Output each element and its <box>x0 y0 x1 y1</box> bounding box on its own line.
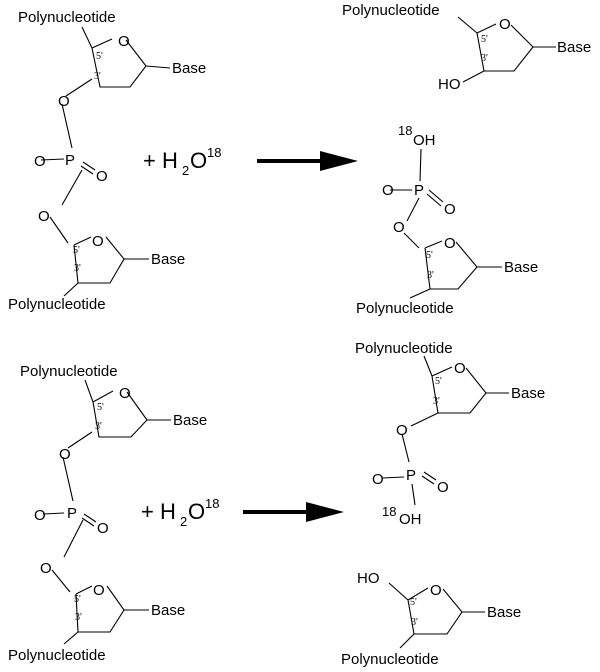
product-ring-oxygen-top: O <box>499 16 511 33</box>
water-reagent-1: + H 2 O 18 <box>143 145 221 178</box>
phosphate-oxygen-double-2: O <box>97 520 109 537</box>
label-polynucleotide-bottom-2: Polynucleotide <box>8 647 106 664</box>
ring-oxygen-prod: O <box>444 235 456 252</box>
product-3-prime-top: 3' <box>481 53 488 64</box>
reaction-1-product-top: Polynucleotide O Base 5' 3' HO <box>342 2 591 93</box>
product2-3-prime: 3' <box>433 396 440 407</box>
product2-phosphorus: P <box>406 467 416 484</box>
product2-label-base-bottom: Base <box>487 604 521 621</box>
water-plus-h: + H <box>143 148 178 173</box>
phosphate-hydroxyl-top: OH <box>413 132 436 149</box>
reaction-2-product-bottom: HO O 5' 3' Base Polynucleotide <box>341 570 521 668</box>
phosphate-oxygen-left: O <box>34 153 46 170</box>
bridge-oxygen-upper: O <box>58 93 70 110</box>
label-5-prime-bottom-2: 5' <box>74 594 81 605</box>
water-superscript-18: 18 <box>207 145 221 160</box>
ring-oxygen-top: O <box>118 33 130 50</box>
phosphorus-atom-2: P <box>67 505 77 522</box>
bridge-oxygen-lower-2: O <box>40 560 52 577</box>
label-base-bottom: Base <box>151 251 185 268</box>
product2-label-18: 18 <box>382 504 396 519</box>
label-3-prime-bottom-2: 3' <box>75 612 82 623</box>
label-3-prime-top: 3' <box>94 71 101 82</box>
prod-5-prime: 5' <box>426 250 433 261</box>
phosphate-oxygen-left-prod: O <box>382 182 394 199</box>
label-3-prime-top-2: 3' <box>95 421 102 432</box>
product2-label-polynucleotide-bottom: Polynucleotide <box>341 651 439 668</box>
water-subscript-2: 2 <box>182 163 189 178</box>
phosphate-oxygen-double: O <box>96 168 108 185</box>
label-polynucleotide-top-2: Polynucleotide <box>20 363 118 380</box>
label-base-bottom-2: Base <box>151 602 185 619</box>
prod-3-prime: 3' <box>427 270 434 281</box>
product-label-polynucleotide-top: Polynucleotide <box>342 2 440 19</box>
label-base-top-2: Base <box>173 412 207 429</box>
label-5-prime-bottom: 5' <box>73 245 80 256</box>
reaction-1-reactant: Polynucleotide O Base 5' 3' O P O O O O … <box>8 9 206 313</box>
label-3-prime-bottom: 3' <box>74 263 81 274</box>
product2-5-prime: 5' <box>435 376 442 387</box>
product2-3-prime-bottom: 3' <box>411 617 418 628</box>
bridge-oxygen-prod: O <box>393 219 405 236</box>
product2-ring-oxygen-bottom: O <box>430 582 442 599</box>
product-hydroxyl-3-prime: HO <box>438 76 461 93</box>
water-oxygen-2: O <box>188 499 205 524</box>
reaction-2-product-top: Polynucleotide O 5' 3' Base O P O O 18 O… <box>355 340 545 528</box>
reaction-1-product-bottom: 18 OH O P O O O 5' 3' Base Polynucleotid… <box>356 123 538 317</box>
phosphorus-atom: P <box>65 152 75 169</box>
water-oxygen: O <box>190 148 207 173</box>
product2-phosphate-hydroxyl: OH <box>399 511 422 528</box>
label-base-top: Base <box>172 60 206 77</box>
bridge-oxygen-upper-2: O <box>59 446 71 463</box>
product2-ring-oxygen: O <box>454 360 466 377</box>
ring-oxygen-top-2: O <box>119 385 131 402</box>
product-label-base-top: Base <box>557 39 591 56</box>
product-label-polynucleotide: Polynucleotide <box>356 300 454 317</box>
bridge-oxygen-lower: O <box>38 208 50 225</box>
phosphate-oxygen-double-prod: O <box>444 201 456 218</box>
water-plus-h-2: + H <box>141 499 176 524</box>
reaction-2-reactant: Polynucleotide O Base 5' 3' O P O O O O … <box>8 363 207 664</box>
product2-label-polynucleotide: Polynucleotide <box>355 340 453 357</box>
product2-label-base: Base <box>511 385 545 402</box>
product2-phosphate-oxygen-left: O <box>372 471 384 488</box>
water-superscript-18-2: 18 <box>205 496 219 511</box>
phosphate-oxygen-left-2: O <box>34 507 46 524</box>
ring-oxygen-bottom: O <box>92 233 104 250</box>
product-5-prime-top: 5' <box>481 34 488 45</box>
label-5-prime-top: 5' <box>96 51 103 62</box>
label-18-hydroxyl: 18 <box>398 123 412 138</box>
product2-hydroxyl-5-prime: HO <box>357 570 380 587</box>
product-label-base: Base <box>504 259 538 276</box>
product2-5-prime-bottom: 5' <box>410 597 417 608</box>
phosphorus-atom-prod: P <box>414 182 424 199</box>
reaction-arrow-2 <box>243 502 344 522</box>
ring-oxygen-bottom-2: O <box>93 582 105 599</box>
label-polynucleotide-top: Polynucleotide <box>18 9 116 26</box>
product2-bridge-oxygen: O <box>396 422 408 439</box>
water-reagent-2: + H 2 O 18 <box>141 496 219 529</box>
reaction-arrow-1 <box>257 151 358 171</box>
label-5-prime-top-2: 5' <box>97 402 104 413</box>
label-polynucleotide-bottom: Polynucleotide <box>8 296 106 313</box>
product2-phosphate-oxygen-double: O <box>437 479 449 496</box>
water-subscript-2-2: 2 <box>180 514 187 529</box>
